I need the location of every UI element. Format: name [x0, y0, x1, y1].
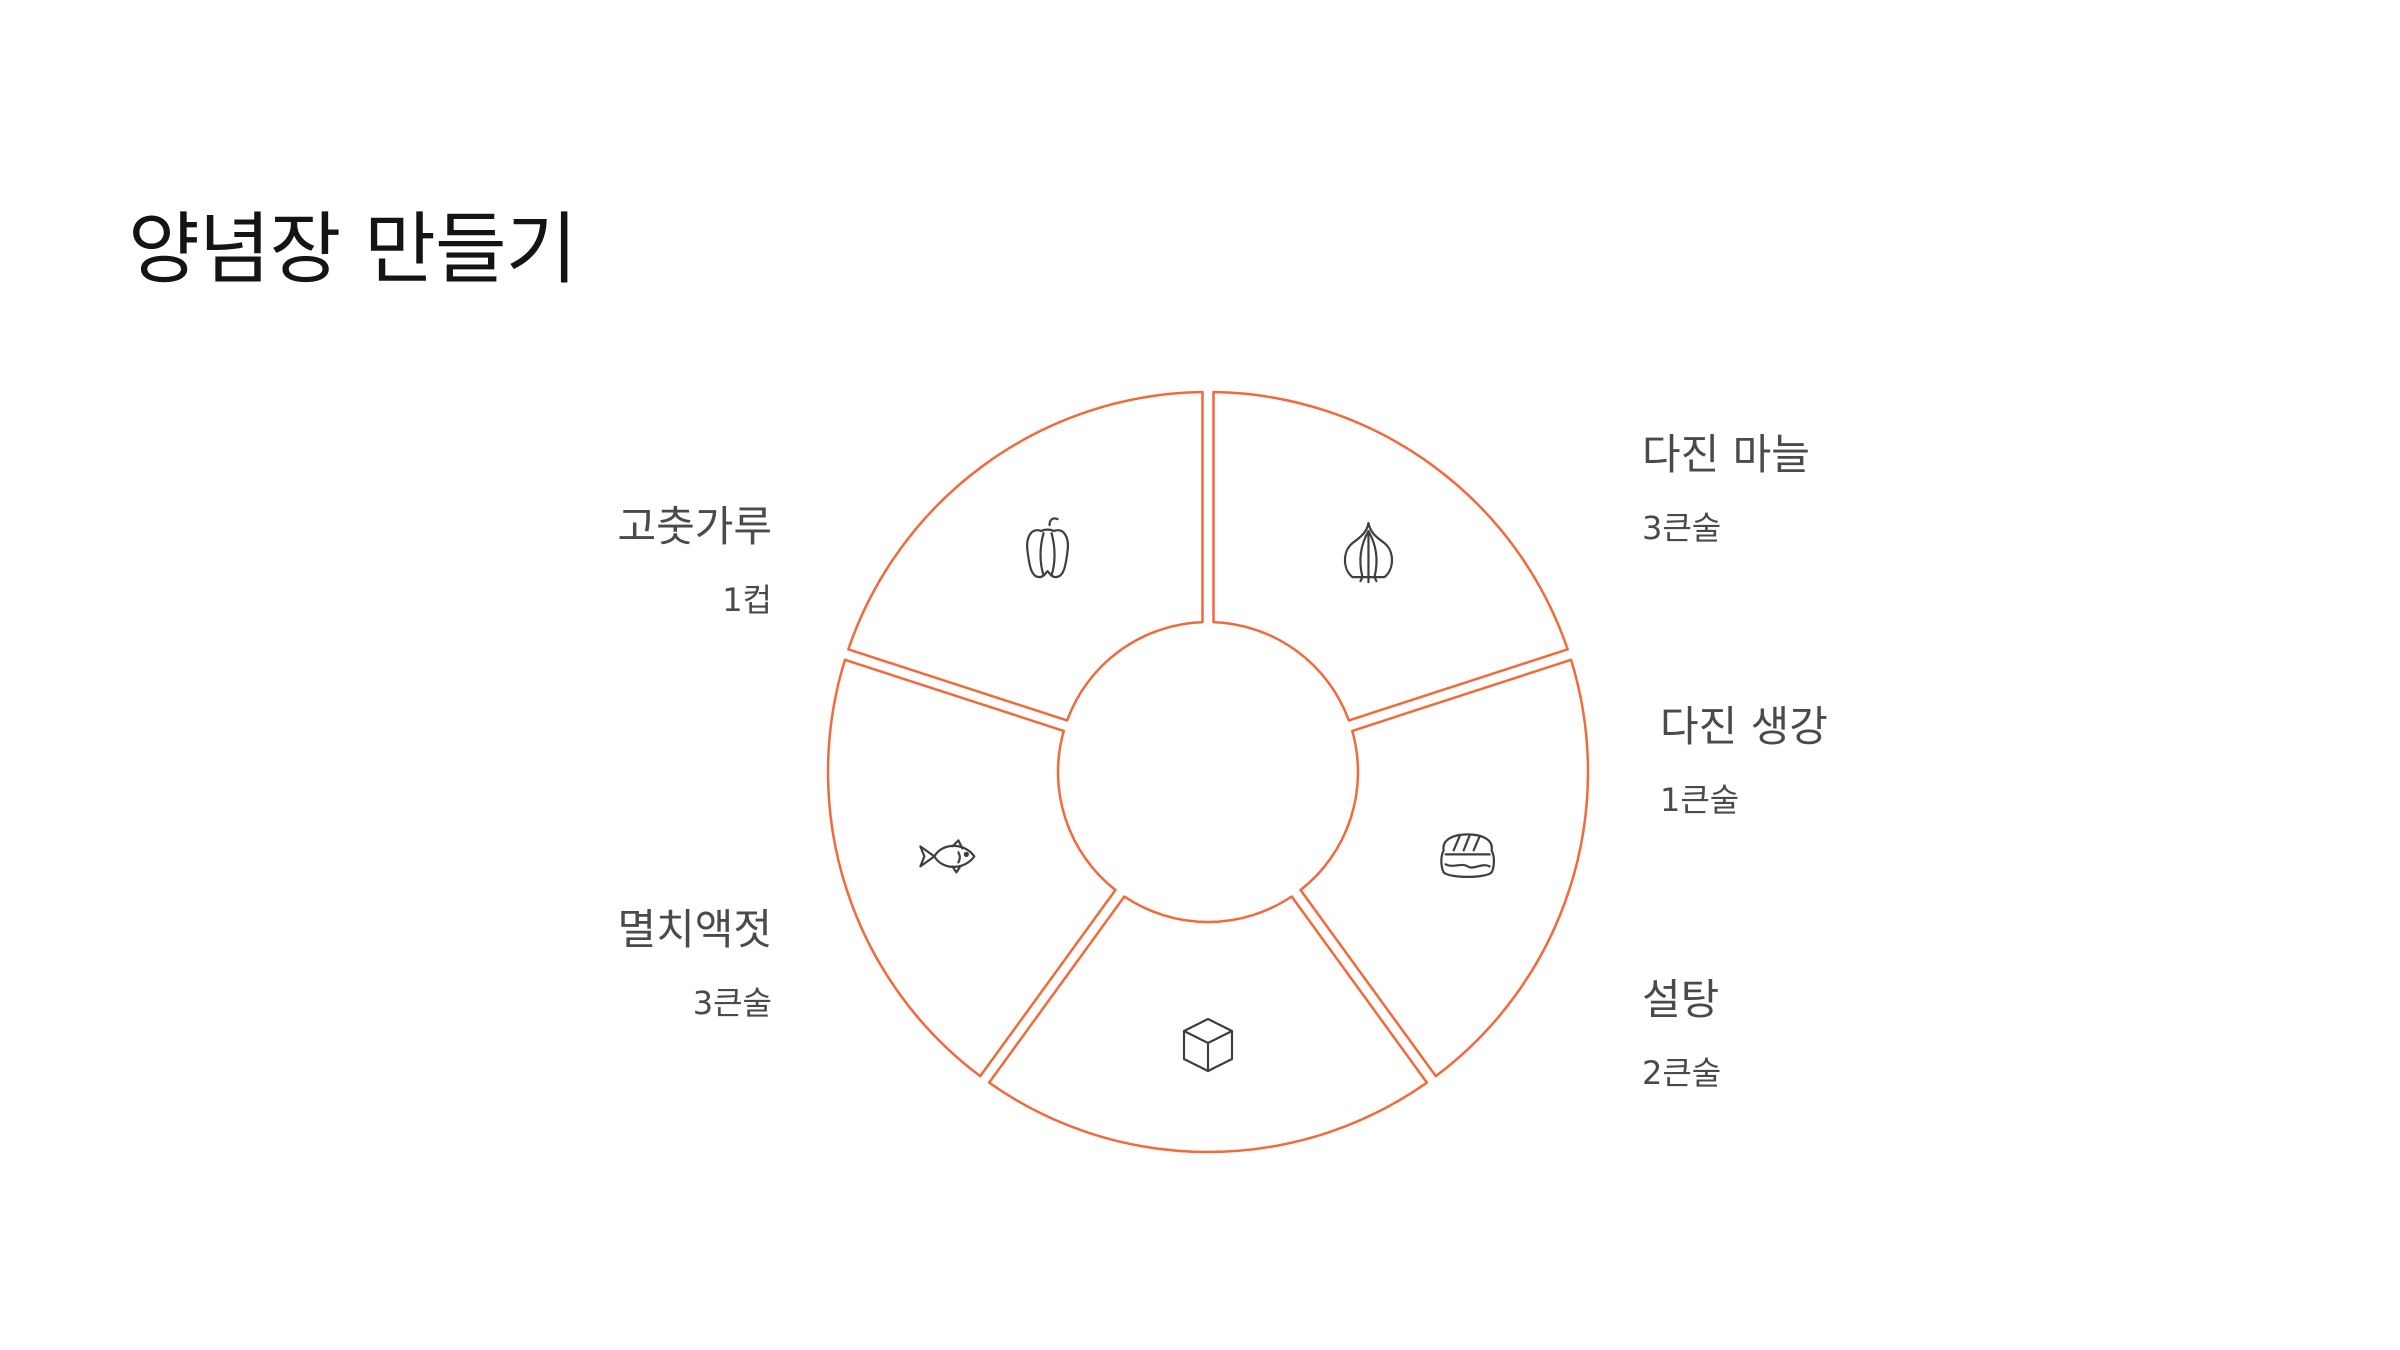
ingredient-label-fish-sauce: 멸치액젓 3큰술 — [617, 905, 772, 1023]
segment-fish-sauce — [826, 658, 1117, 1078]
bell-pepper-icon — [1026, 517, 1070, 579]
ingredient-amount: 1큰술 — [1660, 781, 1740, 819]
ingredient-name: 설탕 — [1642, 975, 1720, 1024]
ginger-icon — [1440, 833, 1496, 878]
fish-icon — [919, 839, 976, 874]
ingredient-label-garlic: 다진 마늘 3큰술 — [1642, 430, 1810, 548]
ingredient-name: 고춧가루 — [617, 502, 772, 551]
ingredient-label-ginger: 다진 생강 1큰술 — [1660, 702, 1828, 820]
segment-chili-powder — [847, 390, 1204, 722]
ingredient-name: 다진 생강 — [1660, 702, 1828, 751]
sugar-cube-icon — [1182, 1017, 1234, 1073]
page-title: 양념장 만들기 — [128, 205, 577, 295]
ingredient-name: 다진 마늘 — [1642, 430, 1810, 479]
ingredient-amount: 1컵 — [722, 581, 772, 619]
ingredient-label-chili-powder: 고춧가루 1컵 — [617, 502, 772, 620]
ingredient-amount: 3큰술 — [1642, 509, 1722, 547]
ingredient-amount: 2큰술 — [1642, 1054, 1722, 1092]
ingredient-label-sugar: 설탕 2큰술 — [1642, 975, 1721, 1093]
segment-garlic — [1212, 390, 1569, 722]
ingredient-name: 멸치액젓 — [617, 905, 772, 954]
segment-ginger — [1299, 658, 1590, 1078]
ingredient-amount: 3큰술 — [692, 984, 772, 1022]
garlic-icon — [1343, 522, 1394, 584]
segment-sugar — [987, 895, 1429, 1154]
